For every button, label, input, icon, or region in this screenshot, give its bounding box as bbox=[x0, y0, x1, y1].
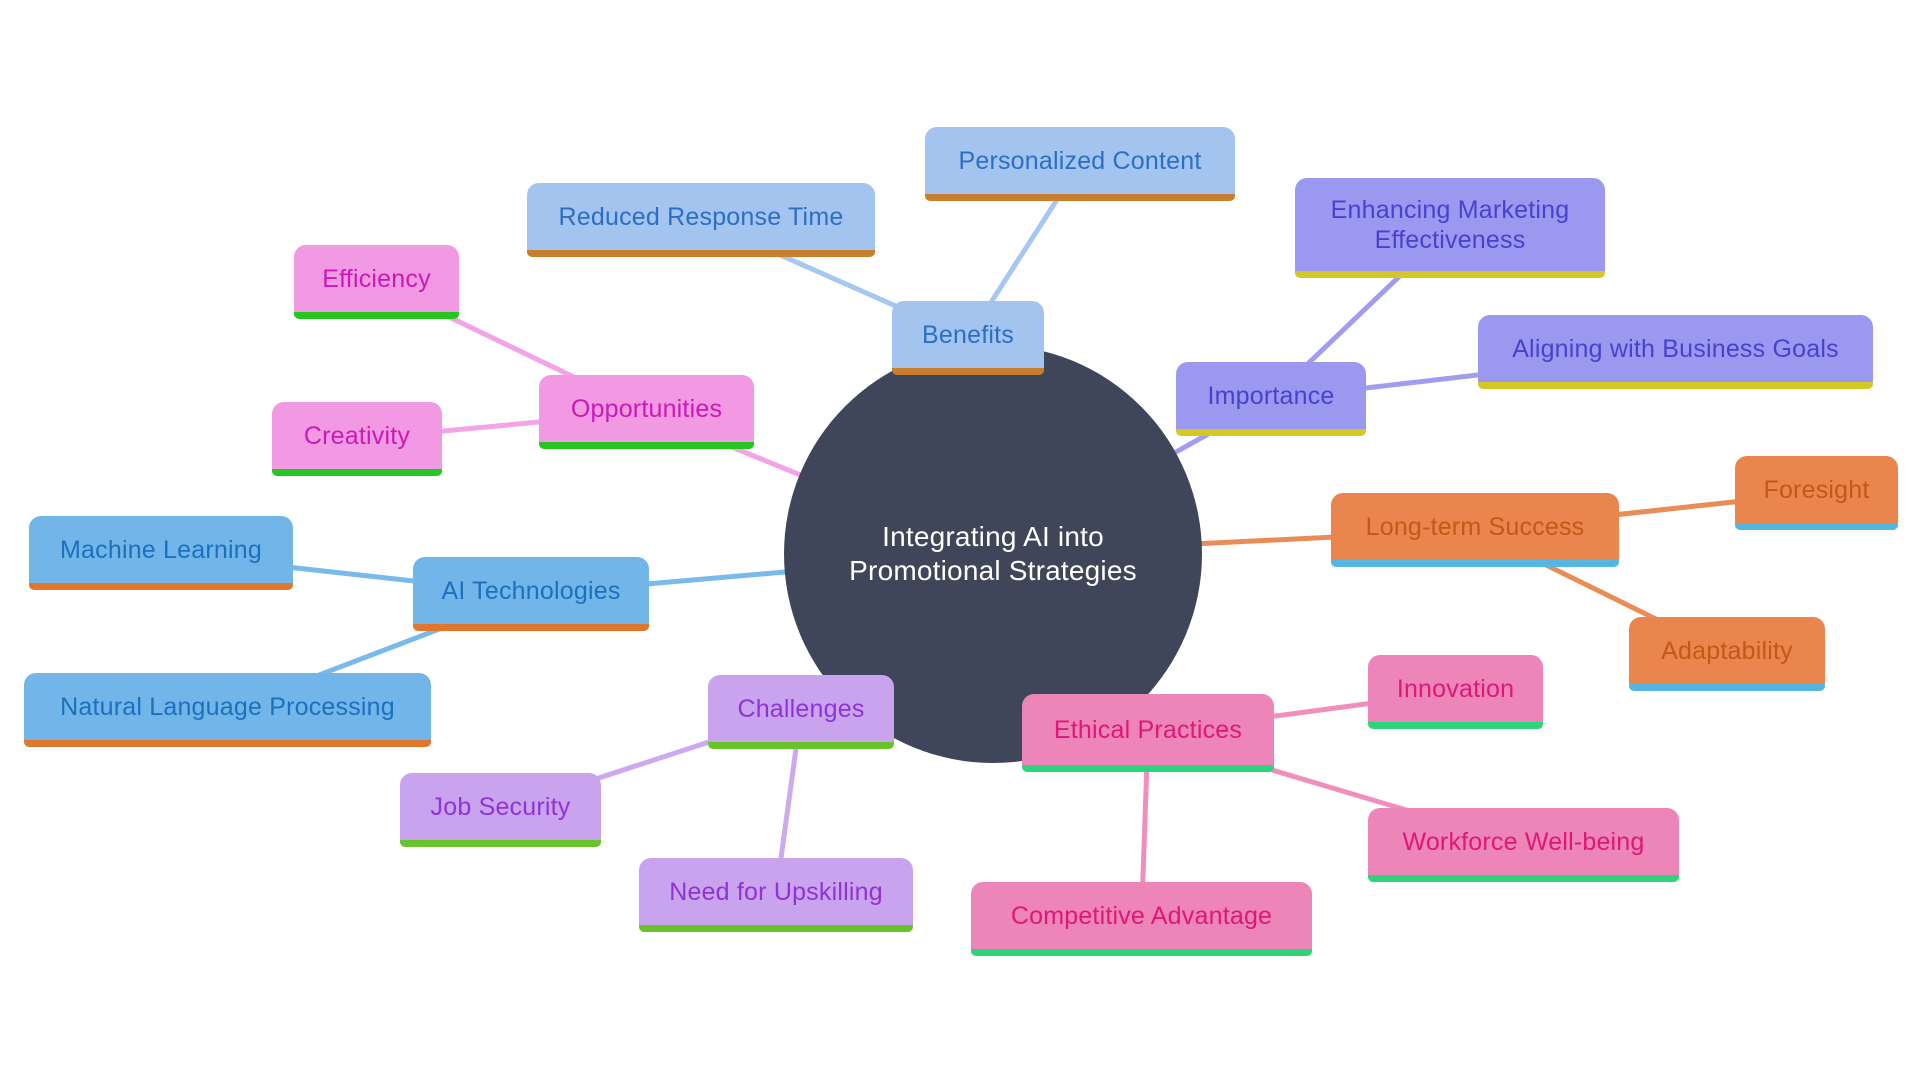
node-competitive-advantage[interactable]: Competitive Advantage bbox=[971, 882, 1312, 956]
node-label: Opportunities bbox=[570, 394, 723, 423]
node-label: Creativity bbox=[303, 421, 411, 450]
node-workforce-well-being[interactable]: Workforce Well-being bbox=[1368, 808, 1679, 882]
node-label: Competitive Advantage bbox=[1010, 901, 1273, 930]
central-topic-label: Integrating AI into Promotional Strategi… bbox=[849, 520, 1137, 586]
node-benefits[interactable]: Benefits bbox=[892, 301, 1044, 375]
node-label: Foresight bbox=[1763, 475, 1870, 504]
node-opportunities[interactable]: Opportunities bbox=[539, 375, 754, 449]
node-label: Innovation bbox=[1396, 674, 1515, 703]
node-label: Personalized Content bbox=[958, 146, 1202, 175]
node-label: Machine Learning bbox=[60, 535, 262, 564]
node-natural-language-processing[interactable]: Natural Language Processing bbox=[24, 673, 431, 747]
node-enhancing-marketing-effectiveness[interactable]: Enhancing Marketing Effectiveness bbox=[1295, 178, 1605, 278]
node-label: Need for Upskilling bbox=[669, 877, 883, 906]
node-label: AI Technologies bbox=[441, 576, 621, 605]
node-adaptability[interactable]: Adaptability bbox=[1629, 617, 1825, 691]
node-importance[interactable]: Importance bbox=[1176, 362, 1366, 436]
node-label: Long-term Success bbox=[1365, 512, 1585, 541]
node-label: Benefits bbox=[922, 320, 1014, 349]
node-machine-learning[interactable]: Machine Learning bbox=[29, 516, 293, 590]
node-label: Importance bbox=[1207, 381, 1335, 410]
node-innovation[interactable]: Innovation bbox=[1368, 655, 1543, 729]
node-foresight[interactable]: Foresight bbox=[1735, 456, 1898, 530]
node-label: Enhancing Marketing Effectiveness bbox=[1330, 195, 1570, 254]
node-long-term-success[interactable]: Long-term Success bbox=[1331, 493, 1619, 567]
node-need-for-upskilling[interactable]: Need for Upskilling bbox=[639, 858, 913, 932]
node-label: Efficiency bbox=[322, 264, 431, 293]
node-label: Reduced Response Time bbox=[558, 202, 844, 231]
node-personalized-content[interactable]: Personalized Content bbox=[925, 127, 1235, 201]
node-label: Natural Language Processing bbox=[60, 692, 395, 721]
node-label: Ethical Practices bbox=[1053, 715, 1243, 744]
node-challenges[interactable]: Challenges bbox=[708, 675, 894, 749]
node-job-security[interactable]: Job Security bbox=[400, 773, 601, 847]
node-creativity[interactable]: Creativity bbox=[272, 402, 442, 476]
node-label: Aligning with Business Goals bbox=[1512, 334, 1839, 363]
node-ethical-practices[interactable]: Ethical Practices bbox=[1022, 694, 1274, 772]
node-label: Challenges bbox=[737, 694, 865, 723]
node-aligning-with-business-goals[interactable]: Aligning with Business Goals bbox=[1478, 315, 1873, 389]
node-label: Workforce Well-being bbox=[1402, 827, 1645, 856]
node-label: Adaptability bbox=[1661, 636, 1793, 665]
node-ai-technologies[interactable]: AI Technologies bbox=[413, 557, 649, 631]
node-efficiency[interactable]: Efficiency bbox=[294, 245, 459, 319]
node-label: Job Security bbox=[430, 792, 571, 821]
node-reduced-response-time[interactable]: Reduced Response Time bbox=[527, 183, 875, 257]
